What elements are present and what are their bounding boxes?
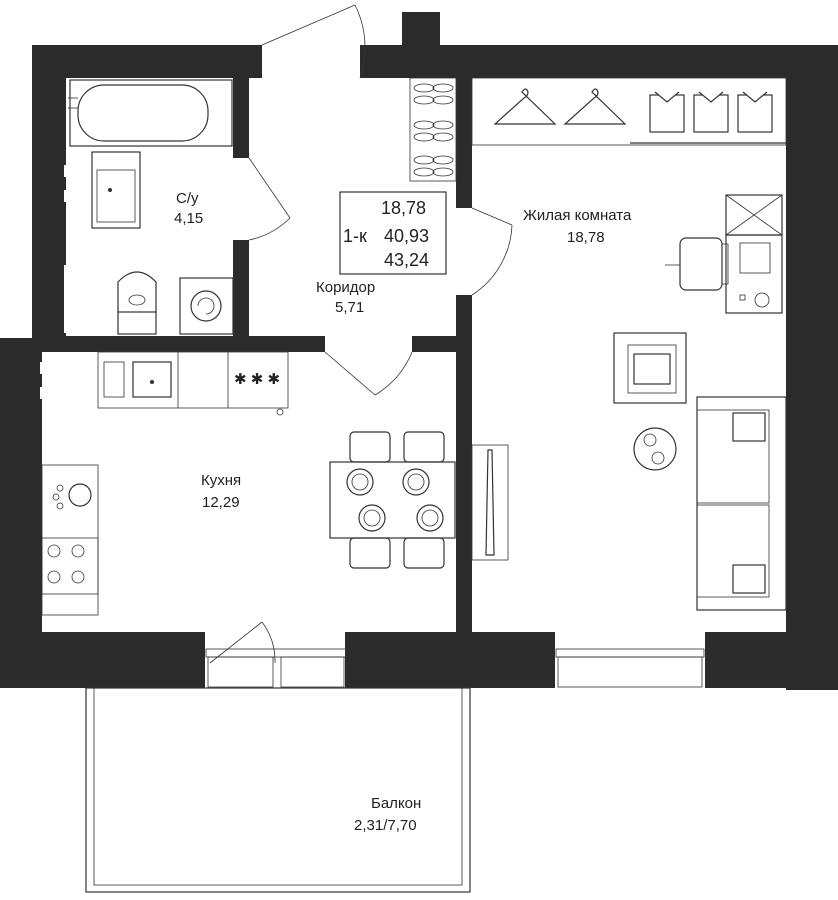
bathtub-icon <box>68 79 233 147</box>
hanger-icon <box>493 88 627 125</box>
bathroom-area: 4,15 <box>174 210 203 227</box>
tv-icon <box>471 444 509 561</box>
coffee-table-icon <box>633 427 677 471</box>
sink-icon <box>91 151 141 229</box>
summary-living-area: 18,78 <box>381 198 426 218</box>
wall-vents <box>40 165 80 399</box>
desk-icon <box>725 194 783 314</box>
svg-text:✱ ✱ ✱: ✱ ✱ ✱ <box>234 371 280 388</box>
balcony-area: 2,31/7,70 <box>354 817 417 834</box>
kitchen-area: 12,29 <box>202 494 240 511</box>
walls <box>0 12 838 690</box>
balcony <box>85 687 471 893</box>
room-labels: С/у 4,15 Коридор 5,71 Жилая комната 18,7… <box>174 190 632 834</box>
door-swing-icon <box>209 4 513 664</box>
corridor-name: Коридор <box>316 279 375 296</box>
dining-table-icon <box>329 431 456 569</box>
washing-machine-icon <box>179 277 234 335</box>
balcony-name: Балкон <box>371 795 421 812</box>
living-room-area: 18,78 <box>567 229 605 246</box>
summary-total-living: 40,93 <box>384 226 429 246</box>
wardrobe <box>471 77 787 146</box>
window-icon <box>205 648 705 688</box>
area-summary: 18,78 1-к 40,93 43,24 <box>339 191 447 275</box>
bathroom-name: С/у <box>176 190 199 207</box>
shoes-icon <box>409 77 457 182</box>
summary-total-area: 43,24 <box>384 250 429 270</box>
corridor-area: 5,71 <box>335 299 364 316</box>
toilet-icon <box>117 271 157 335</box>
living-room-name: Жилая комната <box>523 207 632 224</box>
chair-icon <box>665 237 729 291</box>
stove-icon: ✱ ✱ ✱ <box>41 371 284 595</box>
kitchen-name: Кухня <box>201 472 241 489</box>
sofa-icon <box>696 396 787 611</box>
armchair-icon <box>613 332 687 404</box>
shirt-icon <box>649 91 773 133</box>
summary-type: 1-к <box>343 226 367 246</box>
sink-icon <box>103 361 172 398</box>
